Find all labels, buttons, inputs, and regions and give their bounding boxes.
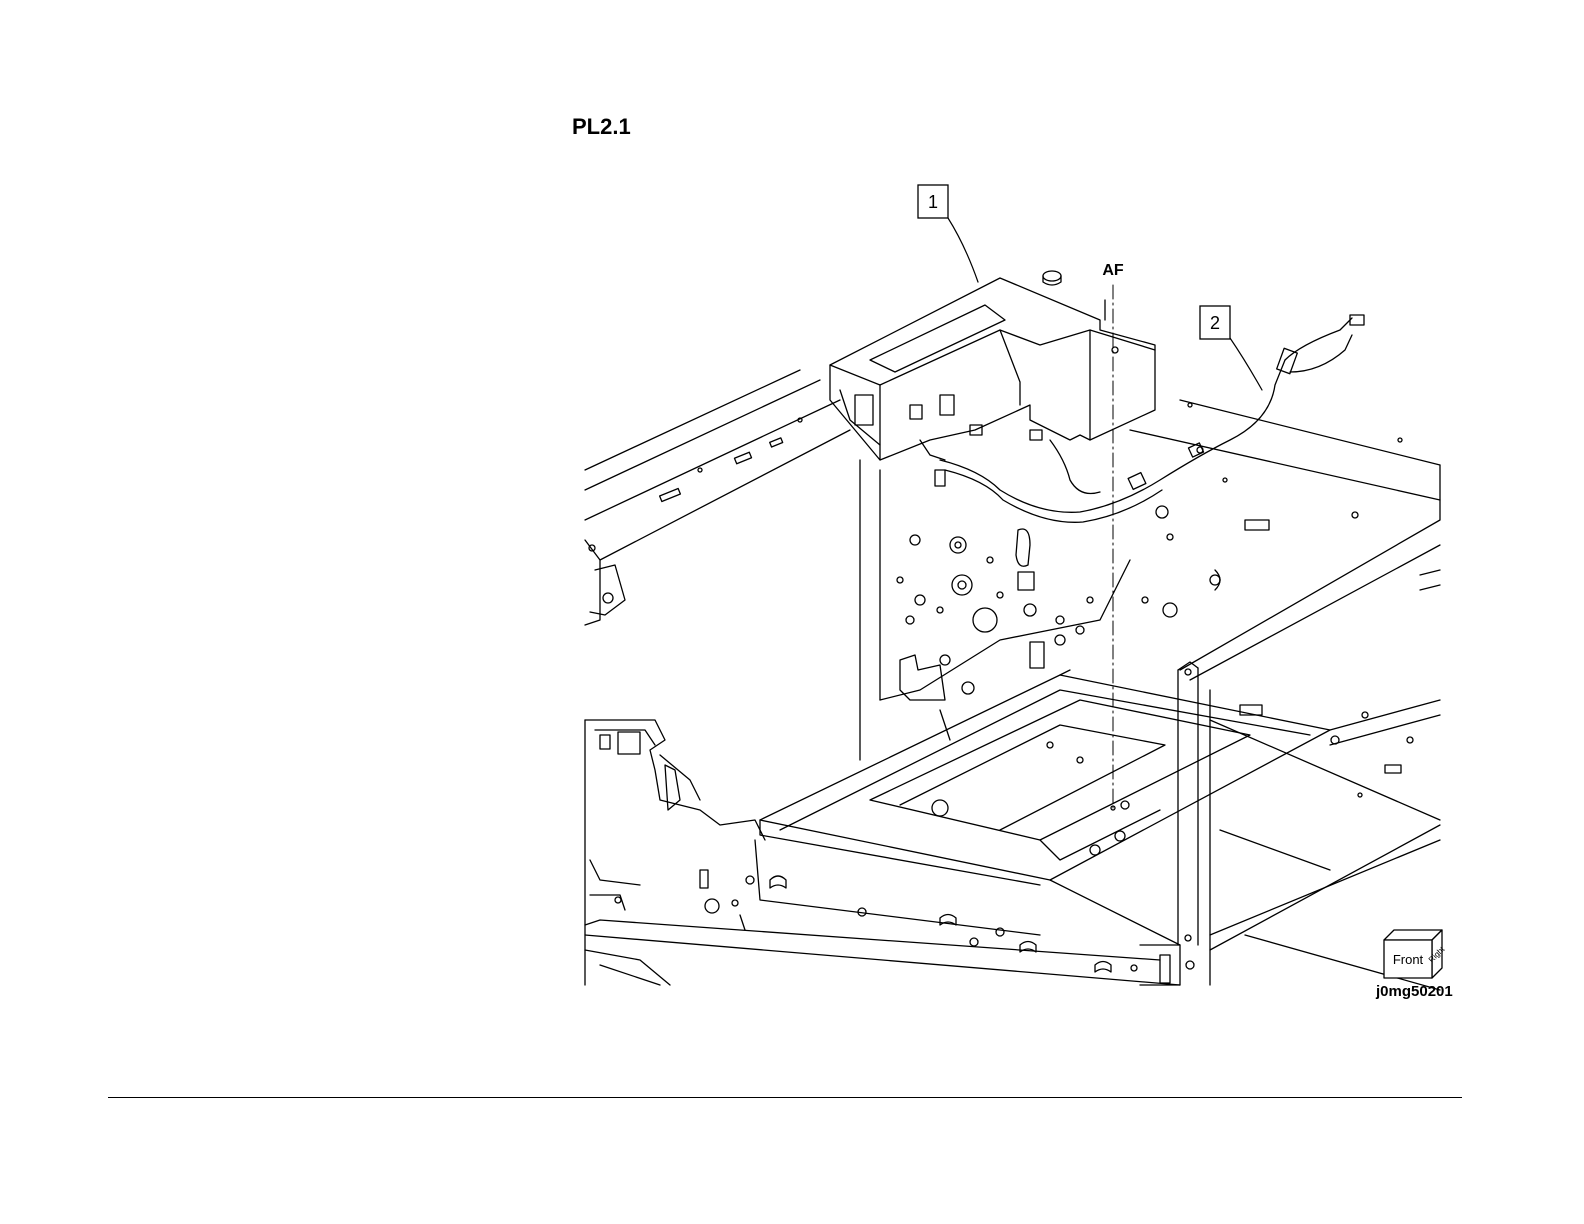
leader-line-1 (948, 218, 978, 282)
figure-title: PL2.1 (572, 114, 631, 140)
cube-front-label: Front (1393, 952, 1424, 967)
parts-illustration: 1 2 AF Front Right j0mg50201 (572, 170, 1462, 1030)
footer-divider (108, 1097, 1462, 1098)
front-post (1178, 662, 1210, 985)
callout-1: 1 (918, 185, 948, 218)
callout-2-label: 2 (1210, 313, 1220, 333)
callout-2: 2 (1200, 306, 1230, 339)
callout-1-label: 1 (928, 192, 938, 212)
right-upper-frame (1130, 400, 1440, 680)
left-frame-panel (585, 370, 850, 625)
leader-line-2 (1230, 338, 1262, 390)
laser-unit (830, 271, 1155, 460)
base-tray (760, 670, 1440, 990)
datum-label: AF (1102, 262, 1124, 279)
orientation-cube-icon: Front Right (1384, 930, 1447, 978)
image-code: j0mg50201 (1375, 983, 1453, 1000)
front-frame (572, 170, 1194, 985)
rear-plate (860, 460, 1130, 760)
